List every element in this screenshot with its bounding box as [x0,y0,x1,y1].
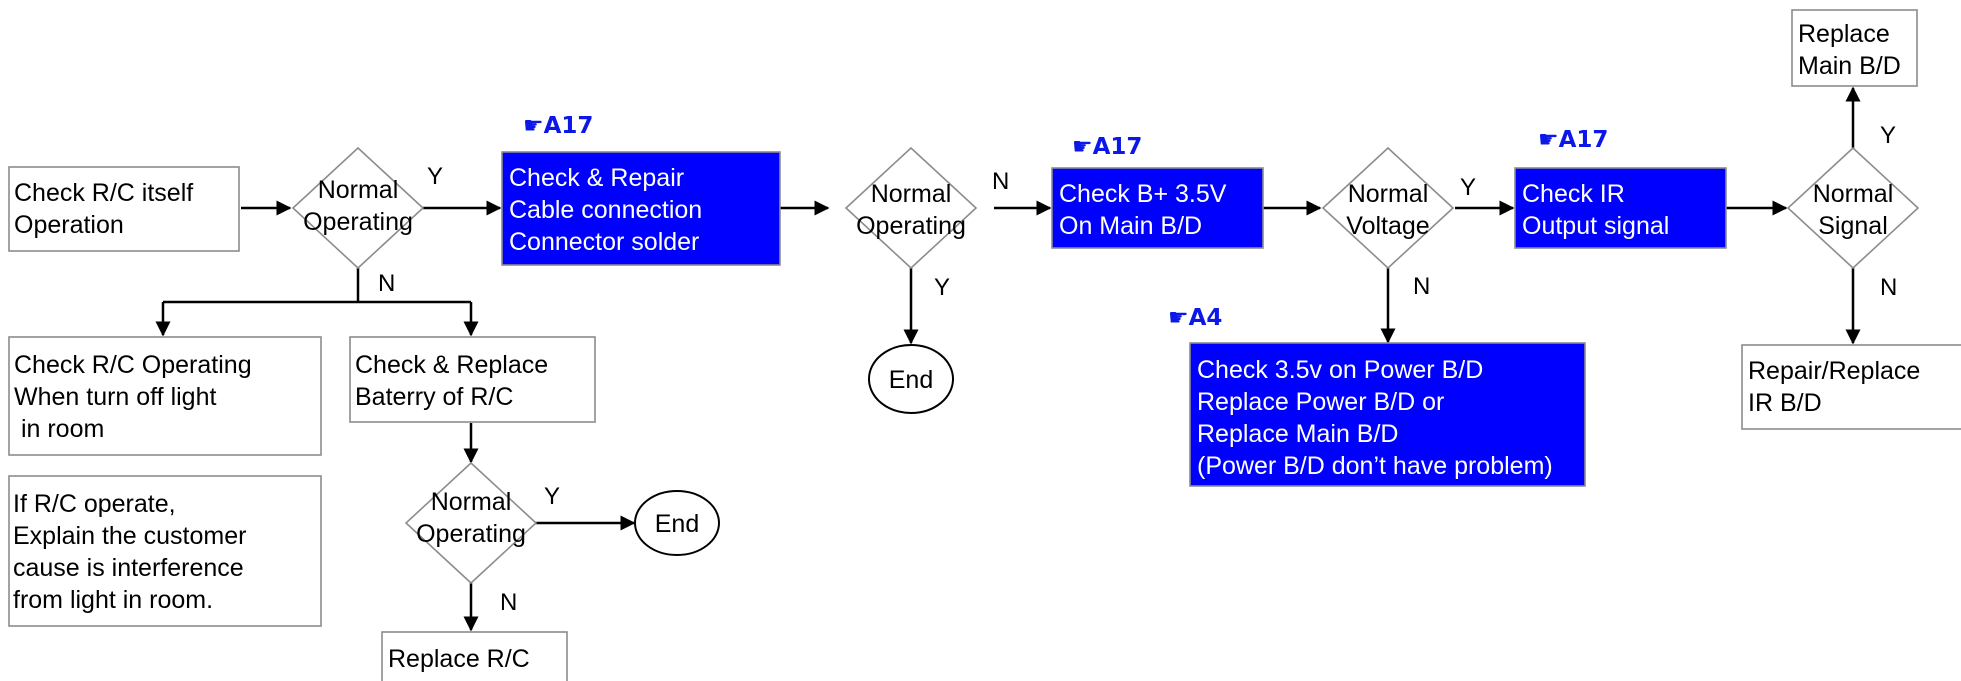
box-text-line: Baterry of R/C [355,383,513,411]
box-text-line: cause is interference [13,554,244,582]
box-text-line: Output signal [1522,212,1669,240]
box-text-line: in room [14,415,104,443]
action-check-ir: Check IR Output signal [1514,167,1727,249]
box-text-line: Check R/C Operating [14,351,252,379]
decision-d5: Normal Signal [1786,146,1920,270]
action-repair-cable: Check & Repair Cable connection Connecto… [501,151,781,266]
process-check-operating: Check R/C Operating When turn off light … [8,336,322,456]
box-text-line: (Power B/D don’t have problem) [1197,452,1553,480]
process-check-rc: Check R/C itself Operation [8,166,240,252]
process-replace-rc: Replace R/C [381,631,568,681]
decision-text-line: Normal [1348,180,1429,208]
branch-labels: Y N Y N N Y Y N Y N [378,122,1897,616]
box-text-line: On Main B/D [1059,212,1202,240]
process-battery: Check & Replace Baterry of R/C [349,336,596,423]
box-text-line: Check IR [1522,180,1625,208]
decision-text-line: Normal [318,176,399,204]
box-text-line: If R/C operate, [13,490,176,518]
process-replace-main: Replace Main B/D [1791,9,1918,87]
box-text-line: Replace R/C [388,645,530,673]
decision-text-line: Signal [1818,212,1888,240]
box-text-line: Cable connection [509,196,702,224]
decision-d4: Normal Voltage [1321,146,1455,270]
action-check-bplus: Check B+ 3.5V On Main B/D [1051,167,1264,249]
box-text-line: Check B+ 3.5V [1059,180,1227,208]
box-text-line: Check R/C itself [14,179,193,207]
box-text-line: Connector solder [509,228,699,256]
process-repair-ir: Repair/Replace IR B/D [1741,344,1961,430]
decision-text-line: Normal [431,488,512,516]
box-text-line: Replace [1798,20,1890,48]
decision-text-line: Normal [871,180,952,208]
yes-label: Y [1460,174,1476,201]
action-check-power: Check 3.5v on Power B/D Replace Power B/… [1189,342,1586,487]
box-text-line: Main B/D [1798,52,1901,80]
decision-text-line: Operating [303,208,413,236]
decision-d1: Normal Operating [291,146,425,270]
yes-label: Y [934,274,950,301]
connectors [155,86,1861,632]
end-label: End [889,366,933,394]
box-text-line: from light in room. [13,586,213,614]
note-explain: If R/C operate, Explain the customer cau… [8,475,322,627]
decision-d3: Normal Operating [844,146,978,270]
no-label: N [1413,273,1430,300]
yes-label: Y [1880,122,1896,149]
decision-text-line: Normal [1813,180,1894,208]
no-label: N [992,168,1009,195]
decision-text-line: Operating [416,520,526,548]
box-text-line: When turn off light [14,383,216,411]
reference-a17: ☛A17 [1538,127,1608,153]
yes-label: Y [544,483,560,510]
no-label: N [1880,274,1897,301]
reference-tags: ☛A17 ☛A17 ☛A17 ☛A4 [523,113,1608,331]
box-text-line: Check & Repair [509,164,684,192]
decision-text-line: Operating [856,212,966,240]
box-text-line: IR B/D [1748,389,1822,417]
end-terminal-2: End [868,344,954,414]
box-text-line: Operation [14,211,124,239]
end-terminal-1: End [634,490,720,556]
box-text-line: Replace Power B/D or [1197,388,1444,416]
reference-a4: ☛A4 [1168,305,1222,331]
end-label: End [655,510,699,538]
decision-text-line: Voltage [1346,212,1429,240]
box-text-line: Replace Main B/D [1197,420,1398,448]
decision-d2: Normal Operating [404,461,538,585]
reference-a17: ☛A17 [1072,134,1142,160]
box-text-line: Check 3.5v on Power B/D [1197,356,1483,384]
no-label: N [378,270,395,297]
yes-label: Y [427,163,443,190]
reference-a17: ☛A17 [523,113,593,139]
box-text-line: Repair/Replace [1748,357,1920,385]
box-text-line: Check & Replace [355,351,548,379]
no-label: N [500,589,517,616]
box-text-line: Explain the customer [13,522,246,550]
